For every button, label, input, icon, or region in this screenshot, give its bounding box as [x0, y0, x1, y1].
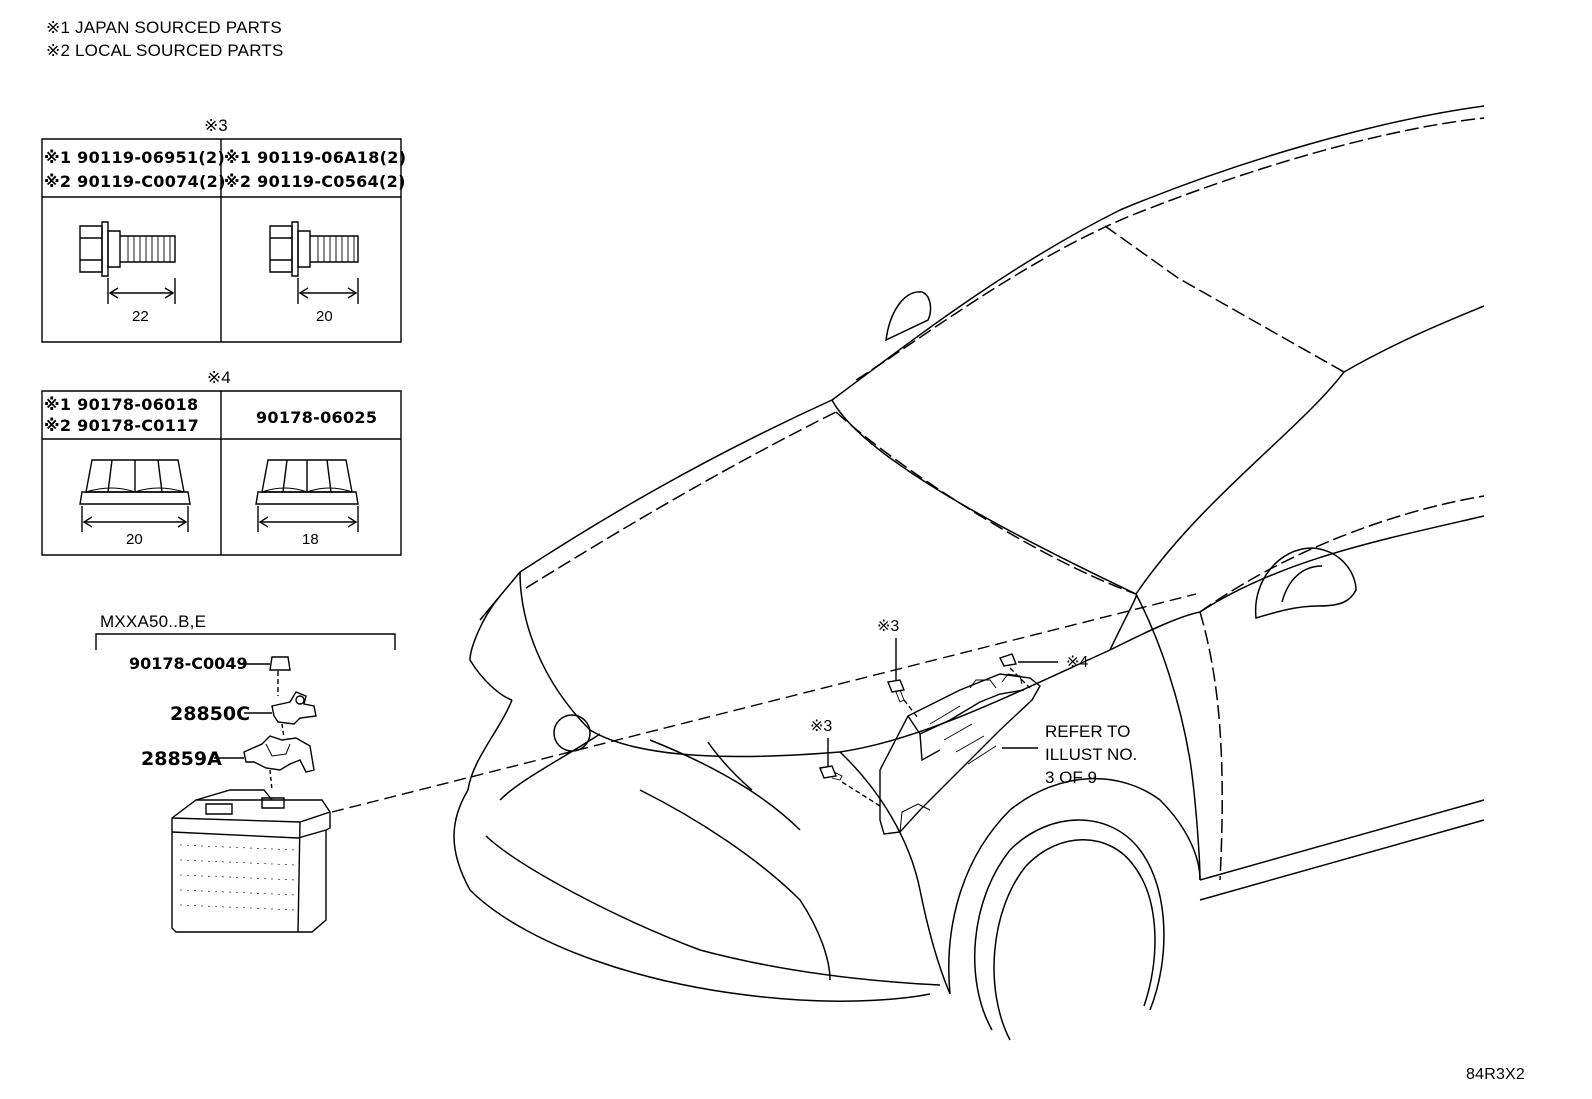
nut-left-partno-local: ※2 90178-C0117 — [44, 416, 200, 435]
bolt-table-title: ※3 — [204, 116, 228, 135]
nut-icon-left — [80, 460, 190, 532]
nut-part-number: 90178-C0049 — [129, 654, 248, 673]
note-local-sourced: ※2 LOCAL SOURCED PARTS — [46, 41, 284, 60]
fuse-block-assembly — [880, 674, 1040, 834]
sensor-part-number: 28850C — [170, 703, 251, 725]
note-japan-sourced: ※1 JAPAN SOURCED PARTS — [46, 18, 282, 37]
bolt-icon-left — [80, 222, 175, 304]
part-sensor-28850C — [244, 692, 316, 738]
part-nut-90178-C0049 — [242, 657, 290, 696]
diagram-code: 84R3X2 — [1466, 1066, 1526, 1083]
nut-callout — [1000, 654, 1058, 688]
nut-right-dimension: 18 — [302, 531, 319, 548]
part-battery — [172, 790, 330, 932]
bolt-icon-right — [270, 222, 358, 304]
bolt-left-partno-local: ※2 90119-C0074(2) — [44, 172, 226, 191]
part-bracket-28859A — [214, 736, 314, 790]
upper-bolt-reference: ※3 — [877, 618, 900, 635]
refer-illustration-line3: 3 OF 9 — [1045, 768, 1097, 787]
battery-leader-line — [332, 594, 1196, 812]
nut-left-partno-japan: ※1 90178-06018 — [44, 395, 199, 414]
vehicle-outline — [454, 106, 1484, 1040]
nut-right-partno: 90178-06025 — [256, 408, 378, 427]
bolt-left-dimension: 22 — [132, 308, 149, 325]
model-code-label: MXXA50..B,E — [100, 612, 207, 631]
bolt-right-dimension: 20 — [316, 308, 333, 325]
refer-illustration-line1: REFER TO — [1045, 722, 1131, 741]
model-bracket-line — [96, 634, 395, 650]
bracket-part-number: 28859A — [141, 748, 222, 770]
bolt-right-partno-japan: ※1 90119-06A18(2) — [224, 148, 407, 167]
bolt-left-partno-japan: ※1 90119-06951(2) — [44, 148, 226, 167]
nut-reference: ※4 — [1066, 654, 1089, 671]
nut-icon-right — [256, 460, 358, 532]
refer-illustration-line2: ILLUST NO. — [1045, 745, 1138, 764]
nut-table-frame — [42, 391, 401, 555]
nut-table-title: ※4 — [207, 368, 231, 387]
lower-bolt-reference: ※3 — [810, 718, 833, 735]
nut-left-dimension: 20 — [126, 531, 143, 548]
upper-bolt-callout — [888, 638, 918, 718]
bolt-table-frame — [42, 139, 401, 342]
lower-bolt-callout — [820, 738, 880, 806]
bolt-right-partno-local: ※2 90119-C0564(2) — [224, 172, 406, 191]
